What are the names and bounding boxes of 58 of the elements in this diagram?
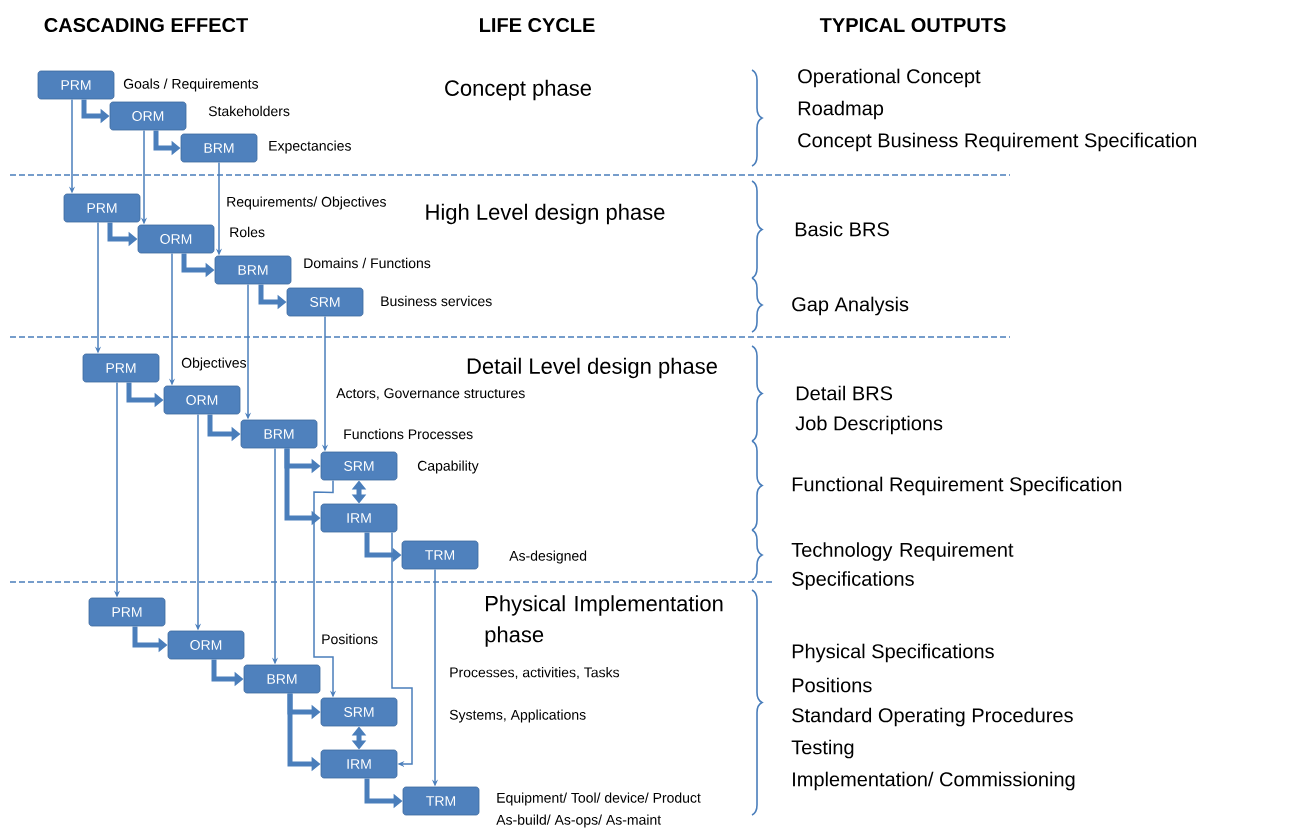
phase-or-output-text: Operational Concept [798,68,981,88]
annotation-text: Processes, activities, Tasks [450,667,620,679]
model-box: ORM [109,101,187,131]
model-box: PRM [82,353,160,383]
model-box: IRM [320,503,398,533]
annotation-text: Requirements/ Objectives [227,196,386,210]
phase-or-output-text: Detail Level design phase [467,357,717,379]
model-box: SRM [286,287,364,317]
annotation-text: Actors, Governance structures [336,388,525,400]
phase-or-output-text: Testing [791,739,854,759]
column-heading: TYPICAL OUTPUTS [819,17,1006,33]
box-caption: Goals / Requirements [123,78,259,92]
box-caption: As-designed [509,550,587,564]
model-box: PRM [63,193,141,223]
box-caption: Roles [230,226,265,238]
box-caption: Equipment/ Tool/ device/ Product [497,792,701,806]
model-box: BRM [214,255,292,285]
phase-or-output-text: Technology Requirement Specifications [791,542,1014,590]
box-caption: Expectancies [269,140,351,154]
phase-or-output-text: Standard Operating Procedures [792,707,1073,727]
model-box: PRM [88,597,166,627]
phase-or-output-text: Implementation/ Commissioning [793,771,1075,791]
phase-or-output-text: Positions [792,677,872,693]
phase-or-output-text: Basic BRS [795,221,889,237]
phase-or-output-text: Physical Implementation phase [485,595,723,647]
box-caption: Domains / Functions [304,257,431,269]
box-caption: Business services [381,295,492,307]
model-box: SRM [320,697,398,727]
phase-or-output-text: High Level design phase [426,203,665,225]
phase-or-output-text: Job Descriptions [795,415,943,435]
model-box: PRM [37,70,115,100]
box-caption: As-build/ As-ops/ As-maint [496,814,662,828]
column-heading: LIFE CYCLE [480,17,595,33]
model-box: IRM [320,749,398,779]
box-caption: Systems, Applications [449,709,586,723]
phase-or-output-text: Roadmap [798,100,884,120]
model-box: BRM [243,664,321,694]
model-box: BRM [240,419,318,449]
phase-or-output-text: Functional Requirement Specification [792,476,1122,496]
box-caption: Stakeholders [208,105,290,117]
box-caption: Capability [417,460,479,474]
box-caption: Objectives [181,357,247,371]
phase-or-output-text: Concept Business Requirement Specification [798,132,1197,152]
model-box: ORM [167,630,245,660]
model-box: TRM [402,786,480,816]
model-box: ORM [163,385,241,415]
phase-or-output-text: Concept phase [445,79,591,101]
phase-or-output-text: Gap Analysis [792,296,909,316]
model-box: ORM [137,224,215,254]
model-box: BRM [180,133,258,163]
arrow [391,531,413,768]
annotation-text: Positions [322,633,378,645]
column-heading: CASCADING EFFECT [44,17,248,33]
annotation-text: Functions Processes [344,428,473,440]
model-box: TRM [401,540,479,570]
model-box: SRM [320,451,398,481]
phase-or-output-text: Physical Specifications [792,643,994,663]
phase-or-output-text: Detail BRS [796,385,893,401]
